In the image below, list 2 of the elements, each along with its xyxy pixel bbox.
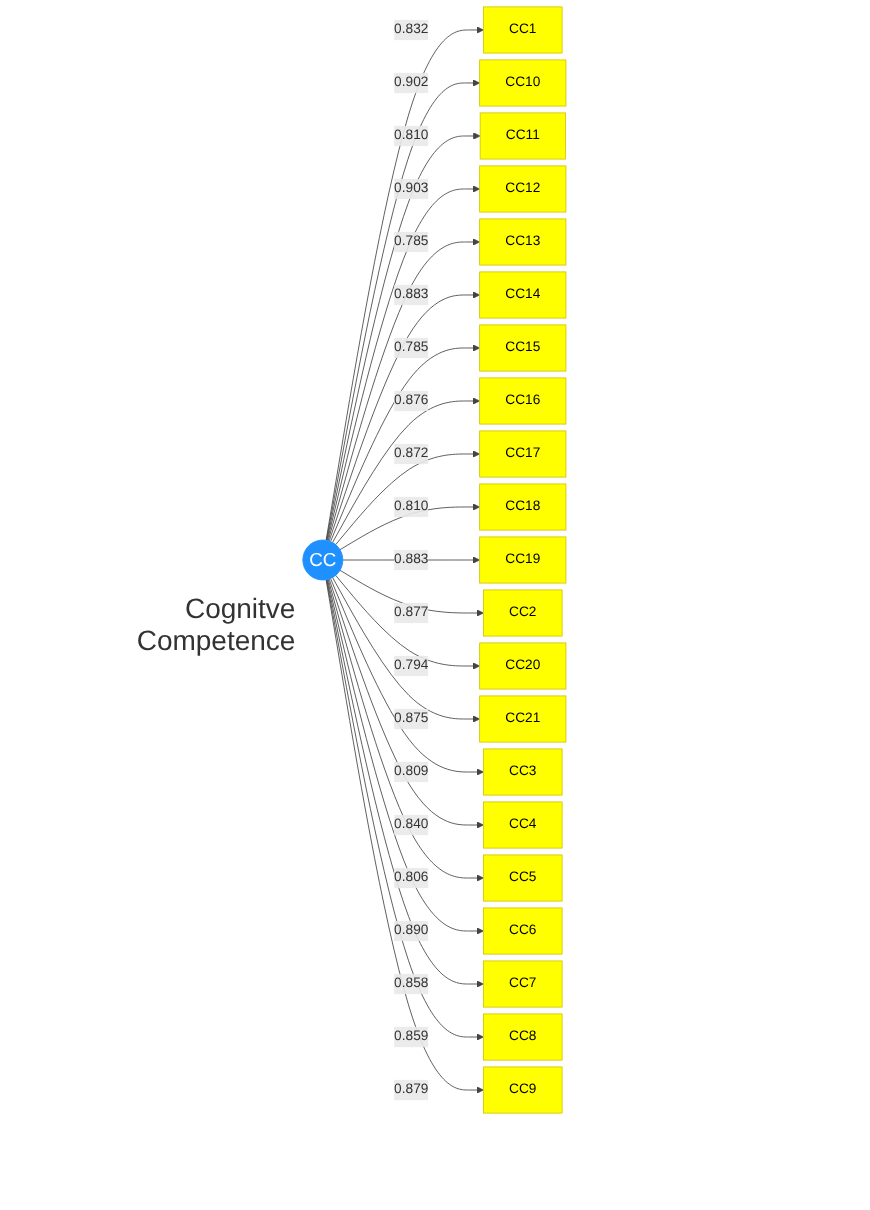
node-caption: Cognitve Competence	[134, 591, 296, 656]
node-circle: CC	[303, 539, 344, 581]
